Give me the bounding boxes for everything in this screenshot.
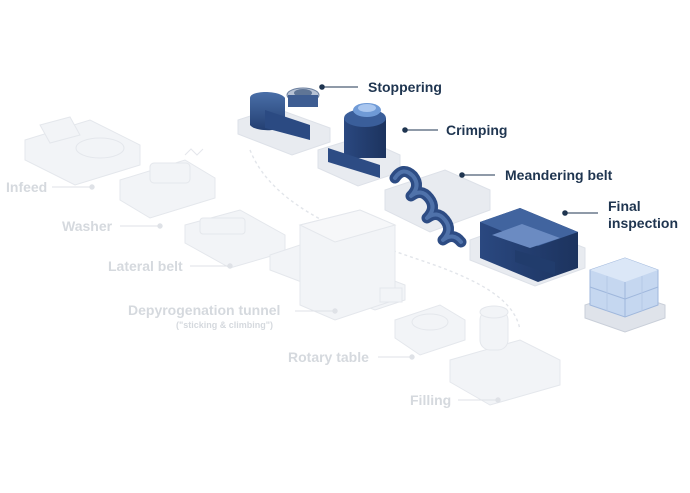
label-rotary-table: Rotary table bbox=[288, 349, 369, 365]
depyrogenation-tunnel-machine bbox=[269, 209, 406, 321]
rotary-table-machine bbox=[394, 304, 466, 356]
stoppering-machine bbox=[237, 87, 331, 156]
label-depyrogenation-tunnel: Depyrogenation tunnel bbox=[128, 302, 281, 318]
washer-machine bbox=[119, 148, 216, 219]
label-meandering-belt: Meandering belt bbox=[505, 167, 613, 183]
lateral-belt-machine bbox=[184, 209, 286, 269]
faded-leaders bbox=[52, 184, 501, 403]
label-infeed: Infeed bbox=[6, 179, 48, 195]
active-leaders bbox=[319, 84, 598, 216]
infeed-machine bbox=[24, 116, 141, 186]
filling-machine bbox=[449, 305, 561, 406]
label-final-inspection-line2: inspection bbox=[608, 215, 679, 231]
label-washer: Washer bbox=[62, 218, 113, 234]
label-crimping: Crimping bbox=[446, 122, 508, 138]
label-stoppering: Stoppering bbox=[368, 79, 442, 95]
label-final-inspection: Final inspection bbox=[608, 198, 678, 232]
final-inspection-machine bbox=[469, 208, 586, 287]
crimping-machine bbox=[317, 103, 401, 187]
label-filling: Filling bbox=[410, 392, 452, 408]
transfer-path-dashed bbox=[249, 149, 521, 331]
meandering-belt-machine bbox=[384, 166, 491, 248]
label-depyrogenation-note: ("sticking & climbing") bbox=[176, 320, 274, 330]
label-final-inspection-line1: Final bbox=[608, 198, 641, 214]
pallet-stack bbox=[584, 257, 666, 333]
label-lateral-belt: Lateral belt bbox=[108, 258, 183, 274]
